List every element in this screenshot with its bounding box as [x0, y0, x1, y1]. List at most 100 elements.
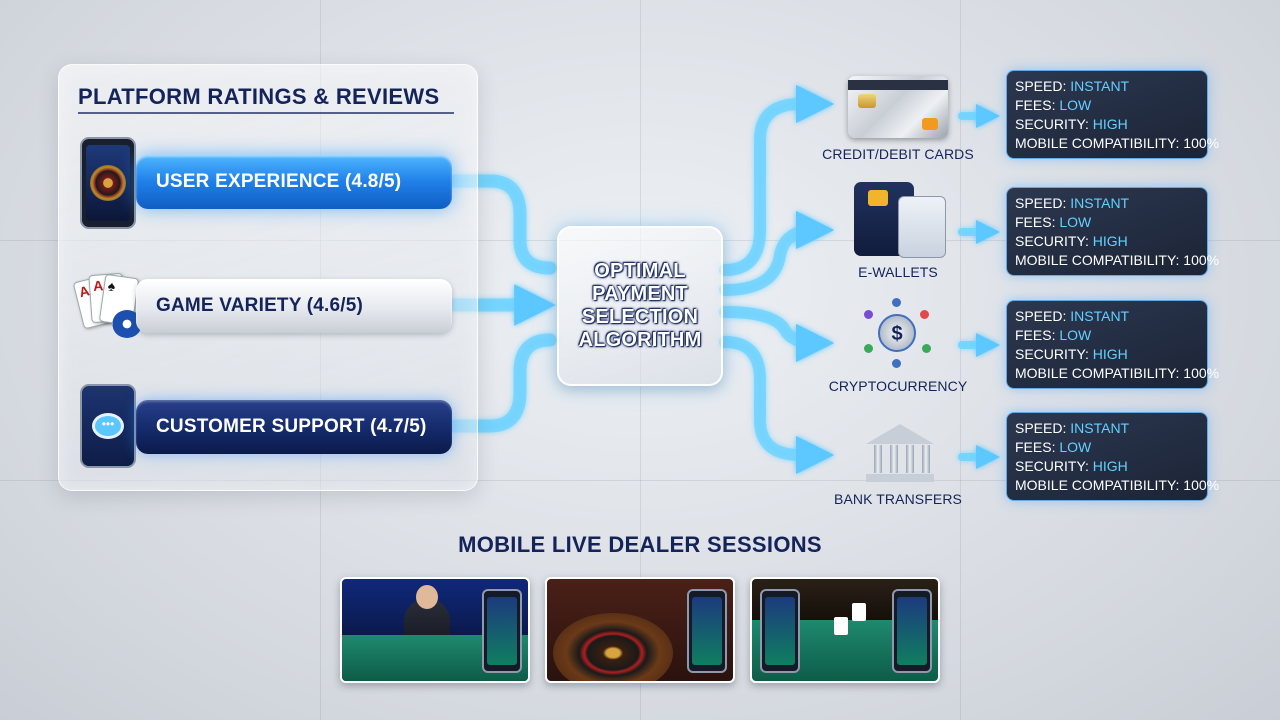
flow-arrow-algo-to-crypto [719, 306, 835, 363]
security-value: HIGH [1092, 233, 1128, 249]
phone-screen [897, 597, 927, 665]
roulette-wheel-icon [553, 613, 673, 681]
network-node [892, 359, 901, 368]
mobile-compat-row: MOBILE COMPATIBILITY: 100% [1015, 365, 1220, 381]
network-node [920, 310, 929, 319]
optimal-payment-algorithm-box: OPTIMAL PAYMENT SELECTION ALGORITHM [557, 226, 723, 386]
payment-method-label: CREDIT/DEBIT CARDS [822, 146, 974, 162]
lock-icon [868, 190, 888, 206]
fees-row: FEES: LOW [1015, 213, 1207, 232]
network-node [922, 344, 931, 353]
card-stripe [848, 80, 948, 90]
bank-icon [860, 418, 940, 486]
mobile-compat-row: MOBILE COMPATIBILITY: 100% [1015, 252, 1220, 268]
fees-row: FEES: LOW [1015, 96, 1207, 115]
e-wallet-icon [854, 182, 946, 258]
fees-value: LOW [1059, 214, 1092, 230]
ratings-panel-title: PLATFORM RATINGS & REVIEWS [78, 84, 440, 109]
algorithm-label: OPTIMAL PAYMENT SELECTION ALGORITHM [579, 260, 702, 352]
live-dealer-title: MOBILE LIVE DEALER SESSIONS [458, 532, 822, 557]
speed-label: SPEED: [1015, 308, 1067, 324]
speed-label: SPEED: [1015, 420, 1067, 436]
card-table-thumbnail[interactable] [750, 577, 940, 683]
rating-label: USER EXPERIENCE (4.8/5) [156, 171, 402, 192]
grid-line [0, 480, 1280, 481]
chat-bubble-icon: ••• [92, 413, 124, 439]
security-row: SECURITY: HIGH [1015, 345, 1207, 364]
crypto-coin-icon: $ [862, 298, 932, 368]
fees-row: FEES: LOW [1015, 438, 1207, 457]
roulette-wheel-thumbnail[interactable] [545, 577, 735, 683]
fees-label: FEES: [1015, 214, 1056, 230]
payment-info-box-bank: SPEED: INSTANT FEES: LOW SECURITY: HIGH … [1006, 412, 1219, 501]
security-label: SECURITY: [1015, 116, 1089, 132]
payment-method-label: BANK TRANSFERS [834, 491, 962, 507]
network-node [864, 310, 873, 319]
speed-value: INSTANT [1070, 78, 1130, 94]
flow-arrow-algo-to-bank [719, 336, 835, 475]
mobile-phone-icon [760, 589, 800, 673]
fees-value: LOW [1059, 97, 1092, 113]
dollar-coin-icon: $ [878, 314, 916, 352]
title-underline [78, 112, 454, 114]
mobile-phone-icon [482, 589, 522, 673]
speed-row: SPEED: INSTANT [1015, 194, 1207, 213]
payment-info-box-cards: SPEED: INSTANT FEES: LOW SECURITY: HIGH … [1006, 70, 1220, 159]
security-value: HIGH [1092, 458, 1128, 474]
network-node [892, 298, 901, 307]
speed-row: SPEED: INSTANT [1015, 419, 1207, 438]
payment-method-label: CRYPTOCURRENCY [828, 378, 968, 394]
dealer-head [416, 585, 438, 609]
mobile-phone-icon [892, 589, 932, 673]
security-row: SECURITY: HIGH [1015, 457, 1207, 476]
grid-line [960, 0, 961, 720]
phone-screen [765, 597, 795, 665]
headset-support-icon: ••• [80, 384, 136, 468]
playing-card-icon [834, 617, 848, 635]
payment-info-box-ewallets: SPEED: INSTANT FEES: LOW SECURITY: HIGH … [1006, 187, 1220, 276]
speed-row: SPEED: INSTANT [1015, 307, 1207, 326]
card-chip-icon [858, 94, 876, 108]
flow-arrow-algo-to-cards [719, 84, 835, 276]
flow-arrow-ux-to-algo [448, 174, 557, 275]
network-node [864, 344, 873, 353]
blackjack-dealer-thumbnail[interactable] [340, 577, 530, 683]
fees-value: LOW [1059, 327, 1092, 343]
algorithm-line: OPTIMAL [594, 260, 686, 282]
security-value: HIGH [1092, 346, 1128, 362]
bank-roof [866, 424, 934, 444]
speed-value: INSTANT [1070, 308, 1130, 324]
flow-arrow-cs-to-algo [448, 333, 557, 433]
flow-arrow-algo-to-ewallets [719, 210, 835, 296]
payment-method-label: E-WALLETS [858, 264, 938, 280]
security-row: SECURITY: HIGH [1015, 115, 1207, 134]
rating-customer-support[interactable]: CUSTOMER SUPPORT (4.7/5) [136, 400, 452, 454]
fees-label: FEES: [1015, 327, 1056, 343]
speed-label: SPEED: [1015, 78, 1067, 94]
rating-label: CUSTOMER SUPPORT (4.7/5) [156, 416, 427, 437]
rating-user-experience[interactable]: USER EXPERIENCE (4.8/5) [136, 155, 452, 209]
payment-info-box-crypto: SPEED: INSTANT FEES: LOW SECURITY: HIGH … [1006, 300, 1220, 389]
credit-card-icon [848, 76, 948, 138]
playing-cards-icon: A A ♠ [72, 272, 144, 342]
bank-column [906, 445, 914, 473]
mobile-compat-row: MOBILE COMPATIBILITY: 100% [1015, 135, 1220, 151]
speed-value: INSTANT [1070, 420, 1130, 436]
algorithm-line: SELECTION [581, 306, 699, 328]
phone-screen [692, 597, 722, 665]
security-row: SECURITY: HIGH [1015, 232, 1207, 251]
roulette-phone-icon [80, 137, 136, 229]
fees-label: FEES: [1015, 97, 1056, 113]
security-label: SECURITY: [1015, 233, 1089, 249]
fees-label: FEES: [1015, 439, 1056, 455]
rating-label: GAME VARIETY (4.6/5) [156, 295, 364, 316]
fees-row: FEES: LOW [1015, 326, 1207, 345]
speed-row: SPEED: INSTANT [1015, 77, 1207, 96]
rating-game-variety[interactable]: GAME VARIETY (4.6/5) [136, 279, 452, 333]
security-label: SECURITY: [1015, 346, 1089, 362]
playing-card-icon [852, 603, 866, 621]
mobile-phone-icon [687, 589, 727, 673]
phone-screen [487, 597, 517, 665]
roulette-wheel-icon [90, 165, 126, 201]
